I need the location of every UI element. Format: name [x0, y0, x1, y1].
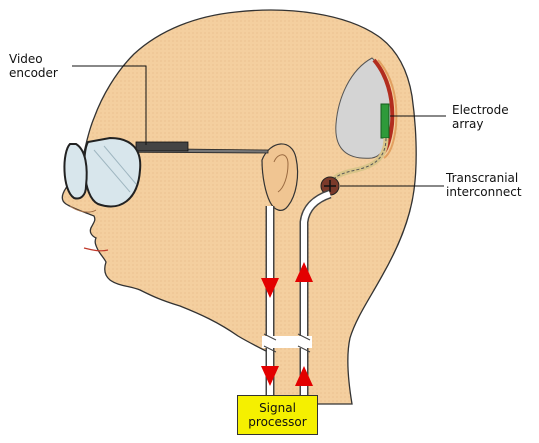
- signal-processor-line2: processor: [238, 415, 317, 429]
- signal-processor-line1: Signal: [238, 401, 317, 415]
- transcranial-label-line1: Transcranial: [446, 171, 538, 185]
- transcranial-interconnect-label: Transcranial interconnect: [446, 171, 538, 199]
- video-encoder-label: Video encoder: [9, 52, 79, 80]
- video-encoder-label-line2: encoder: [9, 66, 79, 80]
- signal-processor-box: Signal processor: [237, 395, 318, 435]
- transcranial-label-line2: interconnect: [446, 185, 538, 199]
- electrode-array-label: Electrode array: [452, 103, 532, 131]
- electrode-array: [381, 104, 389, 138]
- electrode-array-label-line1: Electrode: [452, 103, 532, 117]
- electrode-array-label-line2: array: [452, 117, 532, 131]
- video-encoder-label-line1: Video: [9, 52, 79, 66]
